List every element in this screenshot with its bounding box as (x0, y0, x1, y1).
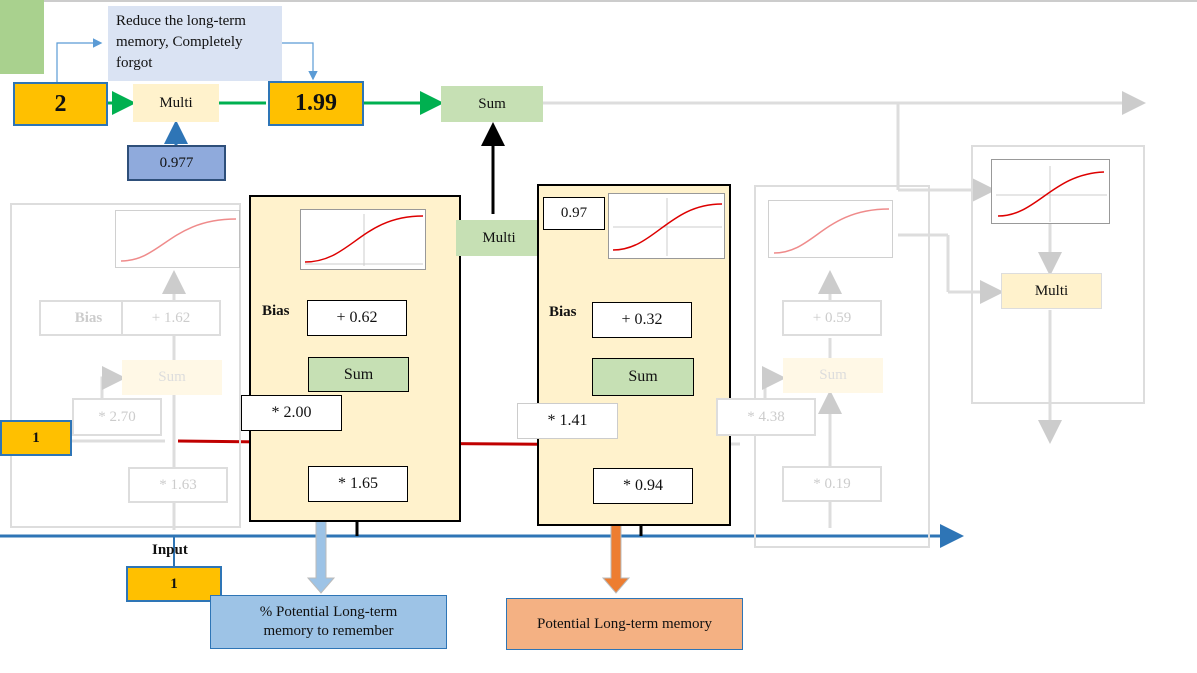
panel-right-weight-input: * 0.94 (593, 468, 693, 504)
long-term-multi-box: Multi (133, 84, 219, 122)
right-ghost-panel (754, 185, 930, 548)
output-ghost-panel (971, 145, 1145, 404)
panel-right-weight-short: * 1.41 (517, 403, 618, 439)
right-ghost-sigmoid-plot (768, 200, 893, 258)
right-ghost-weight-input: * 0.19 (782, 466, 882, 502)
tanh-curve-icon (612, 198, 723, 256)
sigmoid-curve-icon (304, 214, 424, 266)
corner-block (0, 0, 44, 74)
sigmoid-curve-icon (773, 208, 890, 254)
tanh-output-value: 0.97 (543, 197, 605, 230)
tanh-curve-icon (996, 166, 1107, 222)
panel-left-bias-label: Bias (262, 303, 290, 319)
left-ghost-panel (10, 203, 241, 528)
legend-potential-memory: Potential Long-term memory (506, 598, 743, 650)
left-ghost-bias-value: + 1.62 (121, 300, 221, 336)
top-note: Reduce the long-term memory, Completely … (108, 6, 282, 81)
left-ghost-sigmoid-plot (115, 210, 240, 268)
forget-percentage-box: 0.977 (127, 145, 226, 181)
panel-left-weight-short: * 2.00 (241, 395, 342, 431)
panel-left-sigmoid-plot (300, 209, 426, 270)
panel-left-sum: Sum (308, 357, 409, 392)
right-ghost-sum: Sum (783, 358, 883, 393)
input-value-box: 1 (126, 566, 222, 602)
left-ghost-sum: Sum (122, 360, 222, 395)
left-ghost-weight-input: * 1.63 (128, 467, 228, 503)
output-multi-box: Multi (1001, 273, 1102, 309)
panel-right-bias-label: Bias (549, 304, 577, 320)
panel-left-bias-value: + 0.62 (307, 300, 407, 336)
input-label: Input (152, 542, 188, 558)
output-tanh-plot (991, 159, 1110, 224)
long-term-sum-box: Sum (441, 86, 543, 122)
sigmoid-curve-icon (120, 218, 237, 262)
right-ghost-bias-value: + 0.59 (782, 300, 882, 336)
right-ghost-weight-short: * 4.38 (716, 398, 816, 436)
panel-left-weight-input: * 1.65 (308, 466, 408, 502)
center-multi-box: Multi (456, 220, 542, 256)
panel-right-sum: Sum (592, 358, 694, 396)
legend-remember-percent: % Potential Long-term memory to remember (210, 595, 447, 649)
panel-right-bias-value: + 0.32 (592, 302, 692, 338)
panel-right-tanh-plot (608, 193, 725, 259)
left-ghost-weight-short: * 2.70 (72, 398, 162, 436)
short-term-memory-box: 1 (0, 420, 72, 456)
long-term-output-box: 1.99 (268, 81, 364, 126)
long-term-input-box: 2 (13, 82, 108, 126)
